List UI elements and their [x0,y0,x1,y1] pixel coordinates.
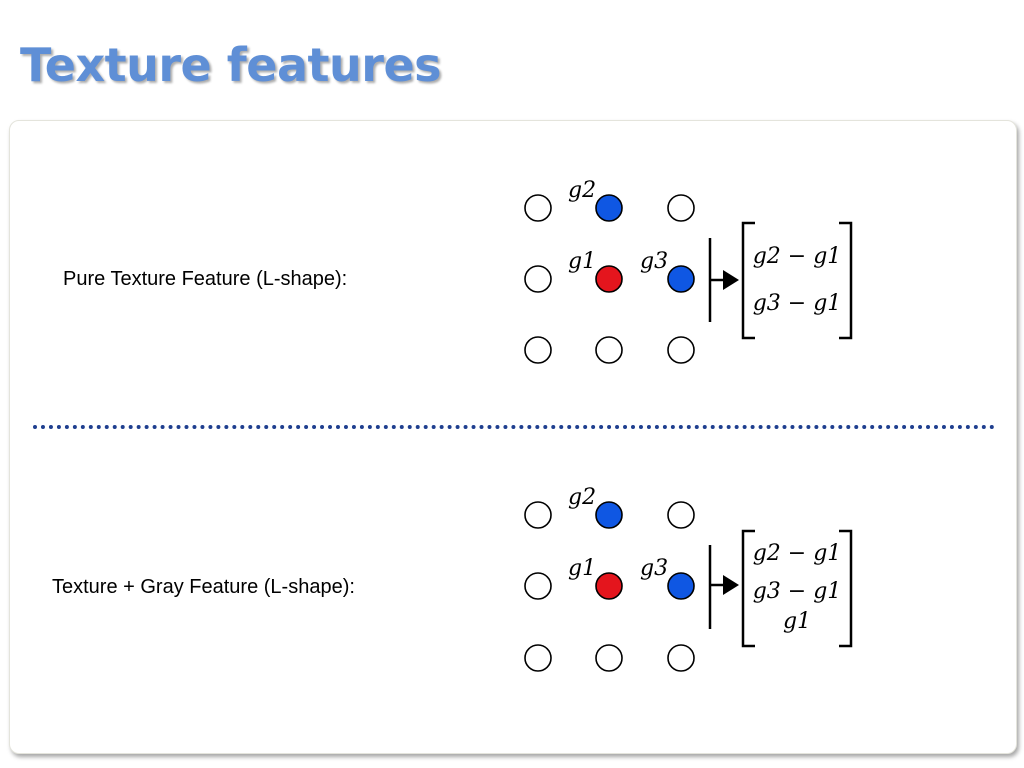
pixel-grid [524,501,695,672]
left-bracket [741,221,755,340]
g1-label: g1 [568,249,596,274]
pixel-g3-circle [667,265,695,293]
pixel-circle [524,336,552,364]
feature-vector: g2 − g1 g3 − g1 g1 [741,529,853,648]
pixel-circle [667,194,695,222]
vector-entry: g3 − g1 [753,579,842,604]
pixel-circle [595,644,623,672]
texture-gray-feature-label: Texture + Gray Feature (L-shape): [52,576,355,598]
maps-to-arrow [708,238,739,322]
g3-label: g3 [640,249,668,274]
pixel-circle [667,336,695,364]
vector-entry: g2 − g1 [753,244,842,269]
vector-entry: g2 − g1 [753,541,842,566]
g3-label: g3 [640,556,668,581]
content-panel [9,120,1017,754]
pixel-g1-circle [595,265,623,293]
pixel-g3-circle [667,572,695,600]
pixel-g1-circle [595,572,623,600]
right-bracket [839,221,853,340]
pixel-circle [524,572,552,600]
pixel-circle [595,336,623,364]
maps-to-arrow [708,545,739,629]
pure-texture-diagram: g2 g1 g3 g2 − g1 g3 − g1 [524,178,853,364]
section-divider [33,425,995,429]
pixel-circle [524,644,552,672]
g2-label: g2 [568,178,596,203]
pure-texture-feature-label: Pure Texture Feature (L-shape): [63,268,348,290]
pixel-g2-circle [595,501,623,529]
slide-title: Texture features [20,38,442,92]
pixel-grid [524,194,695,364]
pixel-circle [524,265,552,293]
pixel-circle [667,501,695,529]
g1-label: g1 [568,556,596,581]
g2-label: g2 [568,485,596,510]
texture-gray-diagram: g2 g1 g3 g2 − g1 g3 − g1 g1 [524,485,853,672]
pixel-circle [667,644,695,672]
pixel-circle [524,194,552,222]
feature-vector: g2 − g1 g3 − g1 [741,221,853,340]
right-bracket [839,529,853,648]
left-bracket [741,529,755,648]
vector-entry: g1 [783,609,811,634]
pixel-g2-circle [595,194,623,222]
pixel-circle [524,501,552,529]
vector-entry: g3 − g1 [753,291,842,316]
